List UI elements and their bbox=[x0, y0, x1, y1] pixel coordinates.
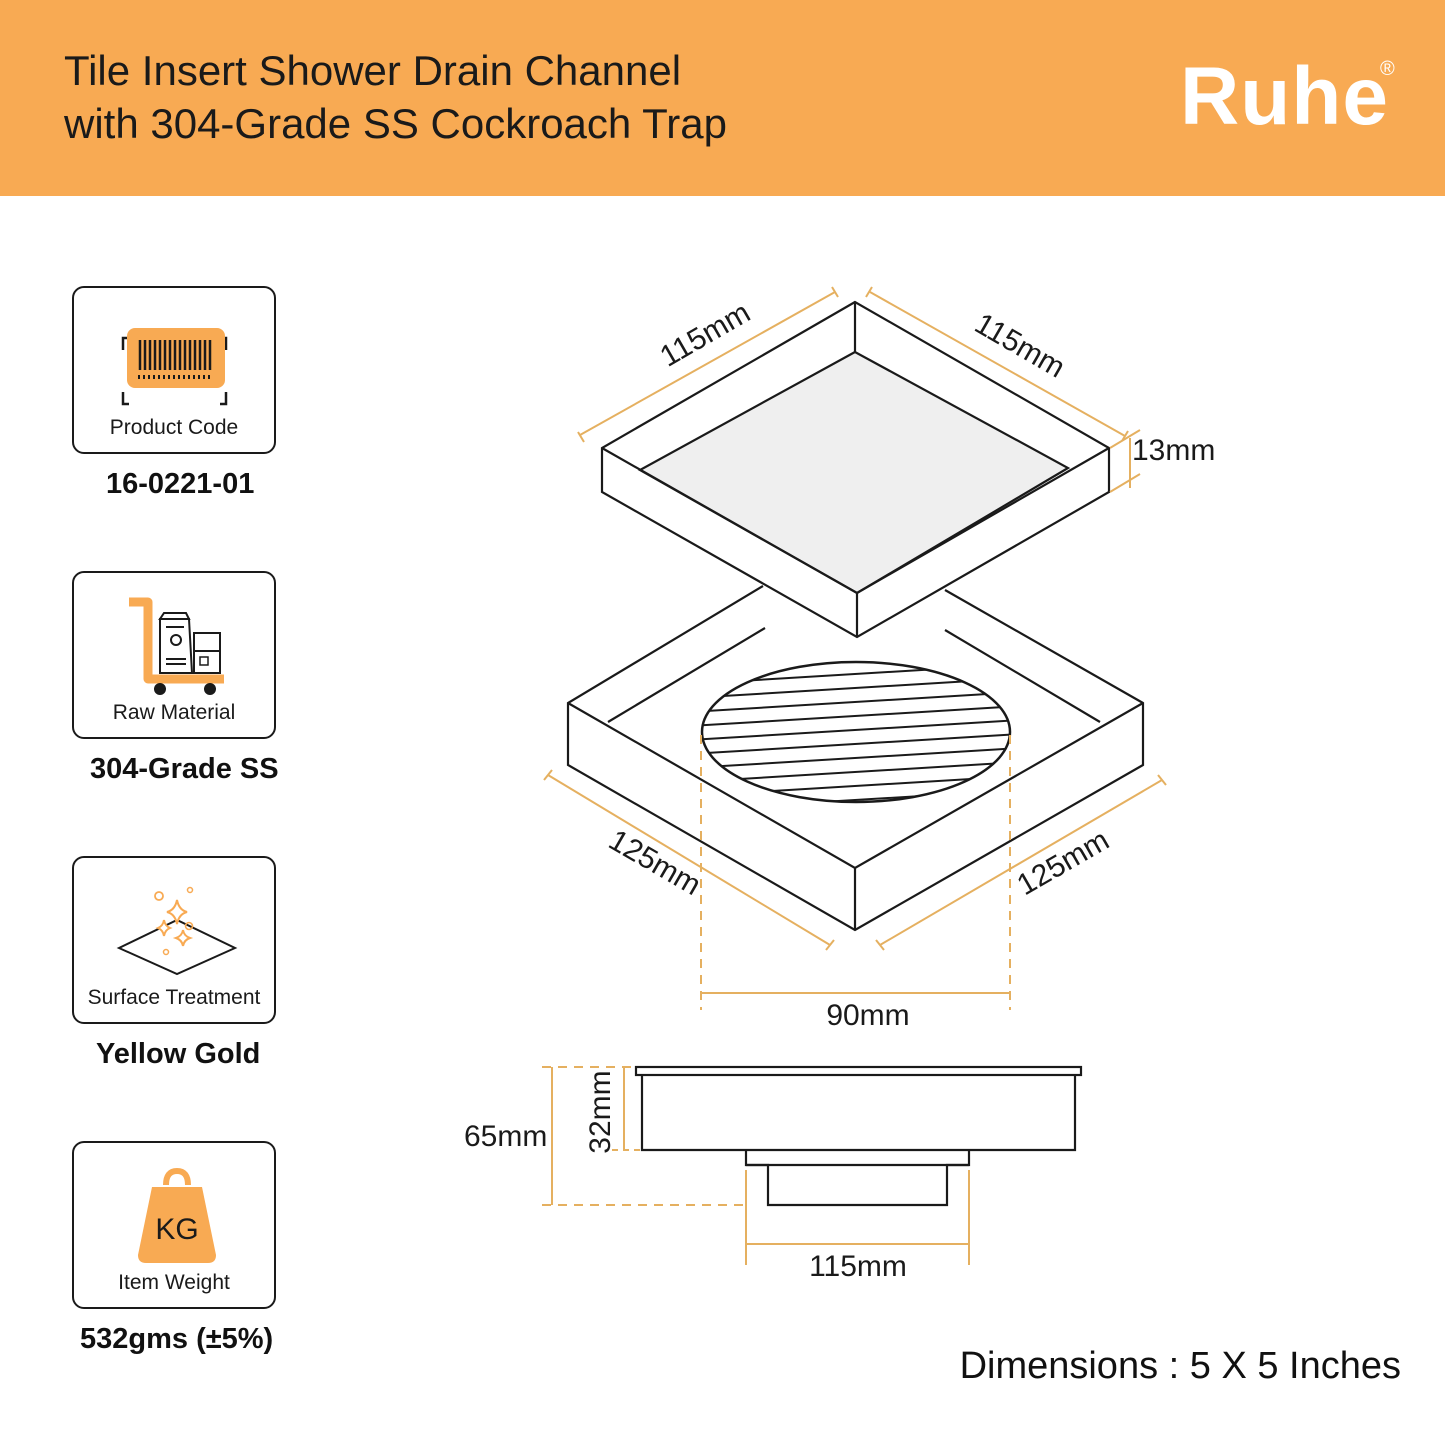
spec-label: Item Weight bbox=[118, 1271, 230, 1294]
dim-top-left: 115mm bbox=[655, 296, 756, 373]
spec-card-surface-treatment: Surface Treatment bbox=[72, 856, 276, 1024]
sparkle-icon bbox=[116, 886, 238, 976]
spec-value-raw-material: 304-Grade SS bbox=[90, 753, 279, 785]
tile-tray bbox=[600, 300, 1111, 639]
weight-icon: KG bbox=[138, 1167, 216, 1263]
dim-trap-width: 115mm bbox=[809, 1250, 907, 1283]
spec-card-item-weight: KG Item Weight bbox=[72, 1141, 276, 1309]
dim-body-height: 32mm bbox=[584, 1070, 617, 1153]
spec-label: Raw Material bbox=[112, 701, 236, 724]
dim-top-height: 13mm bbox=[1132, 434, 1215, 467]
spec-value-surface-treatment: Yellow Gold bbox=[96, 1038, 261, 1070]
grate bbox=[700, 660, 1012, 804]
brand-name: Ruhe bbox=[1180, 51, 1389, 142]
dimensions-summary: Dimensions : 5 X 5 Inches bbox=[959, 1345, 1401, 1387]
cart-icon bbox=[129, 597, 224, 695]
side-view-profile bbox=[634, 1065, 1083, 1207]
weight-icon-text: KG bbox=[155, 1213, 198, 1246]
dim-base-right: 125mm bbox=[1012, 823, 1115, 902]
spec-card-product-code: Product Code bbox=[72, 286, 276, 454]
registered-mark: ® bbox=[1380, 58, 1395, 80]
spec-card-raw-material: Raw Material bbox=[72, 571, 276, 739]
brand-logo: Ruhe ® bbox=[1180, 52, 1410, 142]
drain-dimension-diagram: 115mm 115mm 13mm 125mm 125mm 90mm 65mm 3… bbox=[464, 286, 1215, 1283]
spec-label: Product Code bbox=[109, 416, 239, 439]
header-banner: Tile Insert Shower Drain Channel with 30… bbox=[0, 0, 1445, 196]
spec-value-product-code: 16-0221-01 bbox=[106, 468, 255, 500]
dim-grate-width: 90mm bbox=[826, 999, 909, 1032]
dimension-lines bbox=[542, 286, 1167, 1265]
barcode-icon bbox=[121, 328, 228, 406]
dim-top-right: 115mm bbox=[969, 307, 1070, 384]
spec-value-item-weight: 532gms (±5%) bbox=[80, 1323, 274, 1355]
title-line-1: Tile Insert Shower Drain Channel bbox=[64, 47, 682, 94]
title-line-2: with 304-Grade SS Cockroach Trap bbox=[64, 100, 727, 147]
dim-total-height: 65mm bbox=[464, 1120, 547, 1153]
spec-label: Surface Treatment bbox=[87, 986, 261, 1009]
page-title: Tile Insert Shower Drain Channel with 30… bbox=[64, 44, 727, 150]
drain-base bbox=[566, 585, 1145, 932]
